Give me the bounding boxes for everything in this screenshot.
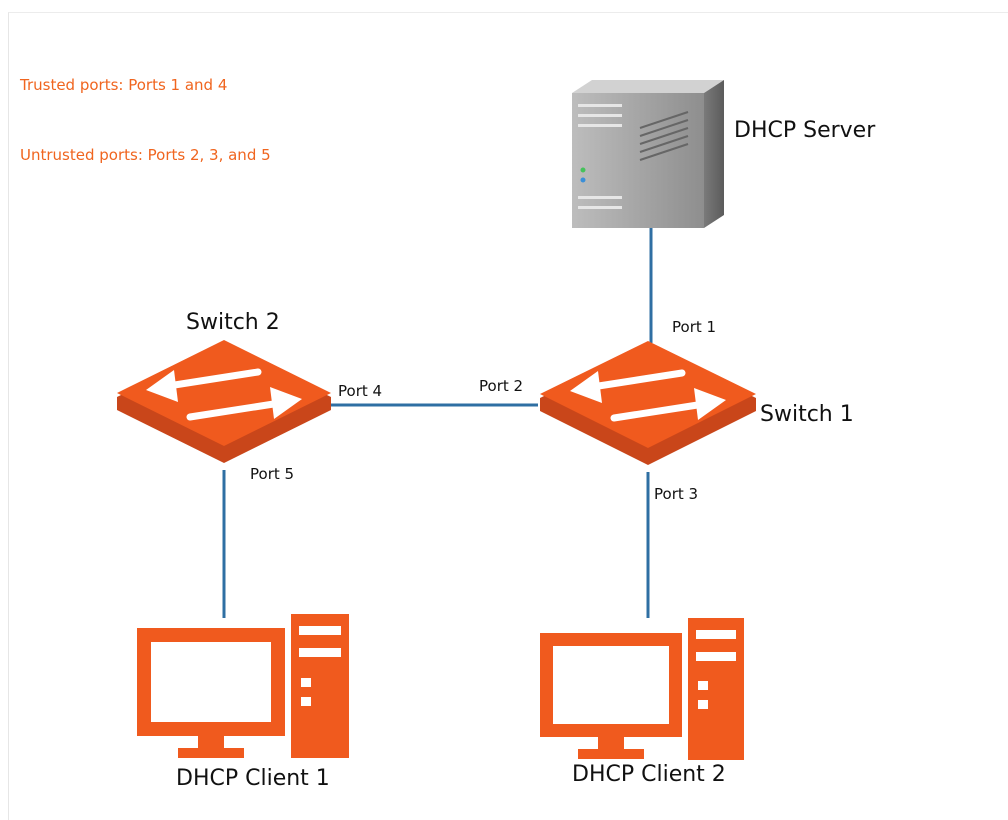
switch-1-icon bbox=[540, 341, 756, 465]
client-2-label: DHCP Client 2 bbox=[572, 762, 726, 787]
port-3-label: Port 3 bbox=[654, 485, 699, 503]
untrusted-ports-note: Untrusted ports: Ports 2, 3, and 5 bbox=[20, 146, 271, 164]
port-4-label: Port 4 bbox=[338, 382, 383, 400]
diagram-frame bbox=[8, 12, 1008, 820]
switch-1-label: Switch 1 bbox=[760, 402, 854, 427]
client-1-computer-icon bbox=[137, 614, 349, 758]
server-icon bbox=[572, 80, 724, 228]
trusted-ports-note: Trusted ports: Ports 1 and 4 bbox=[20, 76, 228, 94]
switch-2-icon bbox=[117, 340, 331, 463]
port-2-label: Port 2 bbox=[479, 377, 524, 395]
port-1-label: Port 1 bbox=[672, 318, 717, 336]
client-1-label: DHCP Client 1 bbox=[176, 766, 330, 791]
port-5-label: Port 5 bbox=[250, 465, 295, 483]
links bbox=[222, 222, 653, 618]
server-label: DHCP Server bbox=[734, 118, 876, 143]
switch-2-label: Switch 2 bbox=[186, 310, 280, 335]
client-2-computer-icon bbox=[540, 618, 744, 760]
